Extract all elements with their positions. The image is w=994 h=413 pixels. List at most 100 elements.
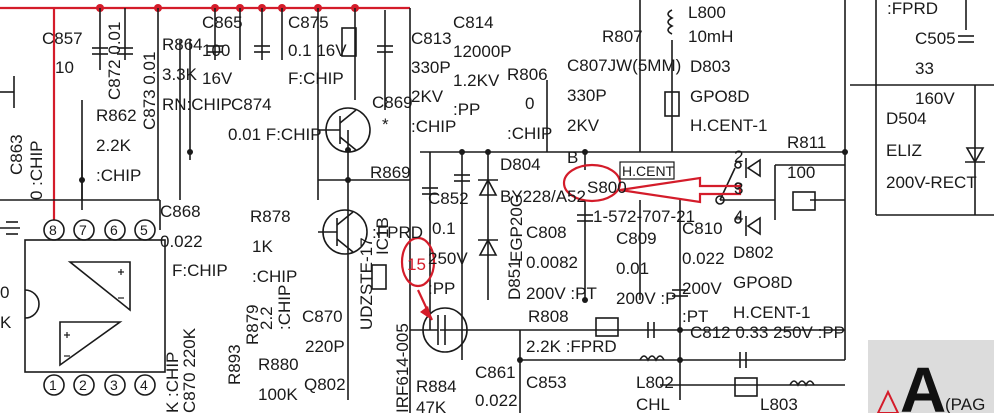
label-c807: C807JW(5MM) (567, 56, 681, 75)
label-irf: IRF614-005 (393, 323, 412, 413)
label-udzste: UDZSTE-17 (357, 237, 376, 330)
label-b: B (567, 148, 578, 167)
label-r862-val2: :CHIP (96, 166, 141, 185)
page-ref: (PAG (945, 395, 985, 413)
label-c810-val3: :PT (682, 307, 708, 326)
pin-7-label: 7 (79, 222, 87, 238)
label-r864-val: 3.3K (162, 65, 198, 84)
label-l802-val: CHL (636, 395, 670, 413)
label-c814: C814 (453, 13, 494, 32)
page-ref-panel (868, 340, 994, 413)
label-c874: C874 (231, 95, 272, 114)
mosfet-q802 (410, 307, 468, 353)
pin-5-label: 5 (140, 222, 148, 238)
label-l800: L800 (688, 3, 726, 22)
label-c857-val: 10 (55, 58, 74, 77)
label-c814-val2: 1.2KV (453, 71, 500, 90)
label-r808-val: 2.2K :FPRD (526, 337, 617, 356)
warning-icon (876, 389, 900, 413)
label-d803-val1: GPO8D (690, 87, 750, 106)
label-q802: Q802 (304, 375, 346, 394)
label-c809-val2: 200V :P (616, 289, 677, 308)
label-r878: R878 (250, 207, 291, 226)
label-c852-val3: :PP (428, 279, 455, 298)
label-r862-val: 2.2K (96, 136, 132, 155)
label-c875-val1: 0.1 16V (288, 41, 347, 60)
label-d504-val2: 200V-RECT (886, 173, 977, 192)
label-d804: D804 (500, 155, 541, 174)
label-s800: S800 (587, 178, 627, 197)
label-c852-val1: 0.1 (432, 219, 456, 238)
label-left-k: K (0, 313, 12, 332)
label-c813-val1: 330P (411, 58, 451, 77)
inductor-coils (639, 9, 815, 387)
label-kchip: K :CHIP (163, 352, 182, 413)
label-c807-val1: 330P (567, 86, 607, 105)
label-r807: R807 (602, 27, 643, 46)
label-r869: R869 (370, 163, 411, 182)
label-c870-val: 220P (305, 337, 345, 356)
label-c812: C812 0.33 250V :PP (690, 323, 845, 342)
label-d802-val1: GPO8D (733, 273, 793, 292)
label-c810: C810 (682, 219, 723, 238)
label-d804-val: BY228/A52 (500, 187, 586, 206)
red-annotations (400, 163, 742, 321)
label-r884-val: 47K (416, 398, 447, 413)
label-switch-pos-3: 3 (734, 179, 743, 198)
label-c505: C505 (915, 29, 956, 48)
label-c857: C857 (42, 29, 83, 48)
label-c875-val2: F:CHIP (288, 69, 344, 88)
label-c861: C861 (475, 363, 516, 382)
label-part-number: 1-572-707-21 (593, 207, 695, 226)
label-c852: C852 (428, 189, 469, 208)
label-r864: R864 (162, 35, 203, 54)
label-c873: C873 0.01 (140, 52, 159, 130)
label-c505-val1: 33 (915, 59, 934, 78)
label-d851: D851 (505, 259, 524, 300)
pin-1-label: 1 (49, 377, 57, 393)
transistor-q1 (318, 107, 371, 153)
label-c863: C863 (7, 134, 26, 175)
label-c865-val2: 16V (202, 69, 233, 88)
label-c807-val2: 2KV (567, 116, 600, 135)
label-c813-val2: 2KV (411, 87, 444, 106)
label-c868-val2: F:CHIP (172, 261, 228, 280)
label-r811-val: 100 (787, 163, 815, 182)
label-c813: C813 (411, 29, 452, 48)
pin-8-label: 8 (49, 222, 57, 238)
label-c870: C870 (302, 307, 343, 326)
label-ic1b: IC1B (373, 217, 392, 255)
pin-3-label: 3 (110, 377, 118, 393)
label-c870b: C870 220K (180, 327, 199, 413)
label-c875: C875 (288, 13, 329, 32)
label-r806: R806 (507, 65, 548, 84)
label-c861-val: 0.022 (475, 391, 518, 410)
pin-6-label: 6 (110, 222, 118, 238)
label-r862: R862 (96, 106, 137, 125)
label-r879-val2: :CHIP (275, 285, 294, 330)
label-r884: R884 (416, 377, 457, 396)
label-c814-val1: 12000P (453, 42, 512, 61)
label-r879-val: 2.2 (257, 306, 276, 330)
label-r806-val: 0 (525, 94, 534, 113)
pin-4-label: 4 (140, 377, 148, 393)
label-d803: D803 (690, 57, 731, 76)
label-c810-val1: 0.022 (682, 249, 725, 268)
label-r880: R880 (258, 355, 299, 374)
label-c809: C809 (616, 229, 657, 248)
component-labels: C857 10 R864 3.3K C865 100 16V RN:CHIP C… (0, 0, 977, 410)
label-r808: R808 (528, 307, 569, 326)
label-fchip: 0.01 F:CHIP (228, 125, 322, 144)
label-c872: C872 0.01 (105, 22, 124, 100)
label-r806-val2: :CHIP (507, 124, 552, 143)
label-c505-val2: 160V (915, 89, 955, 108)
label-r893: R893 (225, 344, 244, 385)
label-c808: C808 (526, 223, 567, 242)
vertical-labels: C872 0.01 C873 0.01 C863 0 :CHIP IC1B D8… (7, 22, 526, 413)
label-c869: C869 (372, 93, 413, 112)
label-r811: R811 (787, 133, 826, 152)
label-c865-val1: 100 (202, 41, 230, 60)
ic-package: 8 7 6 5 1 2 3 4 (24, 219, 166, 396)
label-c809-val1: 0.01 (616, 259, 649, 278)
